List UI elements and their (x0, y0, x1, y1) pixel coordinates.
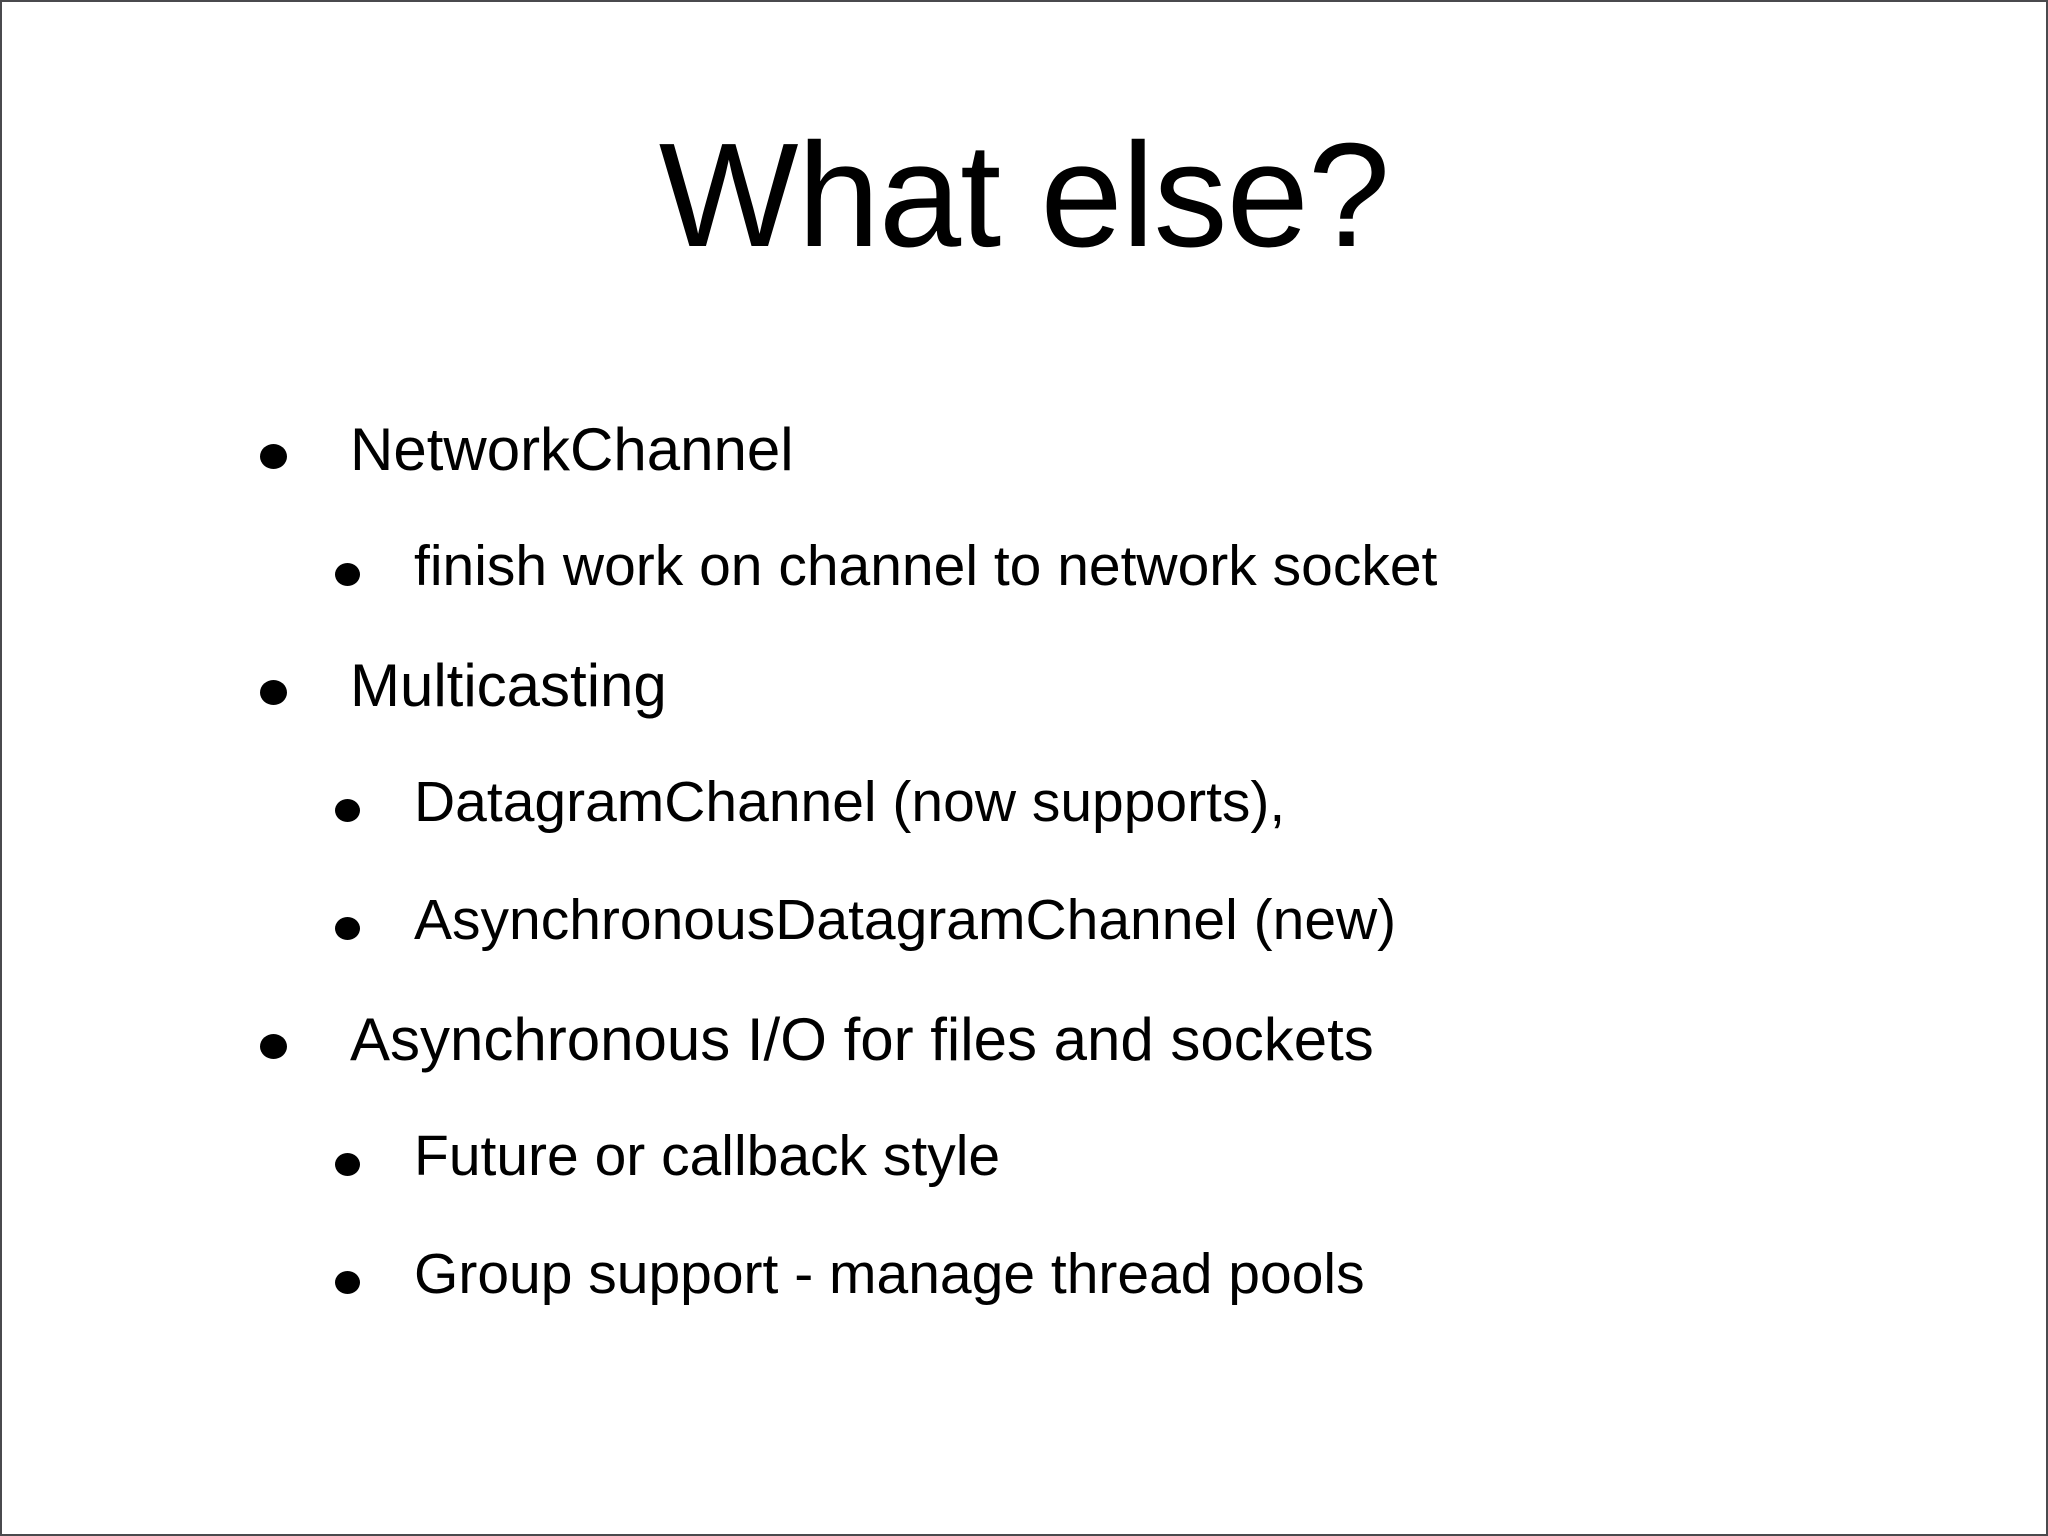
bullet-text: Group support - manage thread pools (414, 1242, 1365, 1306)
bullet-item-level-1: Asynchronous I/O for files and sockets (2, 1010, 2046, 1128)
bullet-text: Future or callback style (414, 1124, 1001, 1188)
bullet-text: AsynchronousDatagramChannel (new) (414, 888, 1397, 952)
bullet-dot-icon (260, 680, 287, 705)
bullet-dot-icon (335, 1271, 360, 1294)
slide-bullet-list: NetworkChannel finish work on channel to… (2, 420, 2046, 1364)
bullet-item-level-2: DatagramChannel (now supports), (2, 774, 2046, 892)
bullet-dot-icon (335, 563, 360, 586)
bullet-dot-icon (260, 1034, 287, 1059)
bullet-text: Asynchronous I/O for files and sockets (350, 1006, 1374, 1073)
bullet-text: finish work on channel to network socket (414, 534, 1438, 598)
bullet-text: Multicasting (350, 652, 667, 719)
bullet-item-level-2: AsynchronousDatagramChannel (new) (2, 892, 2046, 1010)
bullet-text: NetworkChannel (350, 416, 794, 483)
bullet-item-level-2: Future or callback style (2, 1128, 2046, 1246)
bullet-item-level-2: Group support - manage thread pools (2, 1246, 2046, 1364)
bullet-text: DatagramChannel (now supports), (414, 770, 1286, 834)
bullet-item-level-2: finish work on channel to network socket (2, 538, 2046, 656)
bullet-dot-icon (335, 917, 360, 940)
bullet-dot-icon (260, 444, 287, 469)
slide-title: What else? (658, 113, 1390, 278)
bullet-item-level-1: NetworkChannel (2, 420, 2046, 538)
bullet-dot-icon (335, 799, 360, 822)
bullet-item-level-1: Multicasting (2, 656, 2046, 774)
bullet-dot-icon (335, 1153, 360, 1176)
